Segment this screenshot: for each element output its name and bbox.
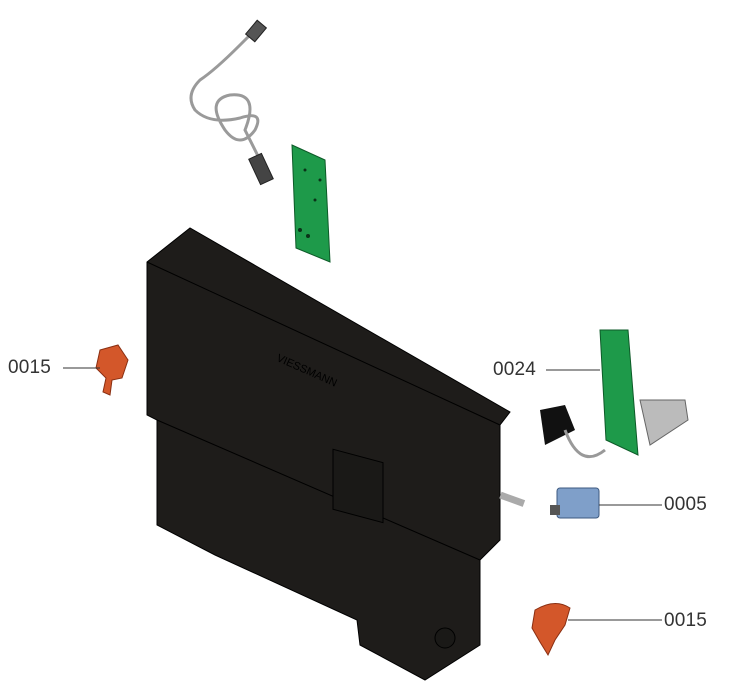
pcb-right-assembly — [540, 329, 689, 459]
pcb-top — [291, 144, 331, 263]
part-label-connector: 0005 — [664, 494, 708, 515]
controller-housing: VIESSMANN — [146, 227, 526, 681]
connector-block — [550, 487, 600, 519]
part-label-pcb: 0024 — [493, 359, 537, 380]
bracket-left — [95, 344, 129, 396]
bracket-bottom — [531, 603, 571, 657]
network-cable — [189, 19, 274, 186]
part-label-bottom-bracket: 0015 — [664, 610, 708, 631]
part-label-left-bracket: 0015 — [8, 357, 52, 378]
